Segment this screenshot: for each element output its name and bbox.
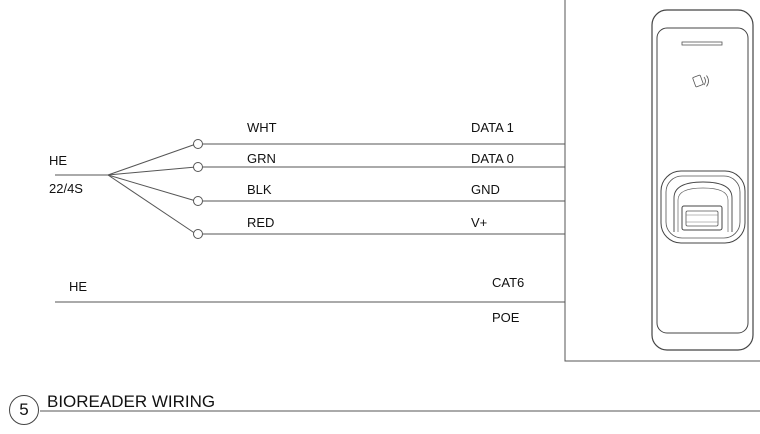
cable-top-label: HE	[49, 153, 68, 168]
terminal-grn	[193, 162, 203, 172]
cable-bottom-signal: POE	[492, 310, 520, 325]
fanout-line-grn	[107, 166, 197, 176]
contactless-icon	[692, 74, 709, 88]
terminal-red	[193, 229, 203, 239]
wire-signal-vplus: V+	[471, 215, 488, 230]
device-status-led	[681, 41, 723, 46]
fingerprint-module-icon	[660, 170, 746, 244]
wire-color-red: RED	[247, 215, 275, 230]
wire-signal-gnd: GND	[471, 182, 500, 197]
cable-bottom-type: CAT6	[492, 275, 525, 290]
wire-color-wht: WHT	[247, 120, 277, 135]
wire-color-grn: GRN	[247, 151, 276, 166]
cable-bottom-label: HE	[69, 279, 88, 294]
wire-color-blk: BLK	[247, 182, 272, 197]
enclosure-outline	[564, 0, 760, 362]
diagram-title: BIOREADER WIRING	[47, 392, 216, 411]
fanout-line-wht	[107, 143, 197, 176]
detail-number: 5	[19, 400, 29, 419]
fanout-line-red	[107, 174, 197, 235]
bioreader-device	[651, 9, 754, 351]
wire-signal-data1: DATA 1	[471, 120, 514, 135]
terminal-blk	[193, 196, 203, 206]
terminal-wht	[193, 139, 203, 149]
cable-top-spec: 22/4S	[49, 181, 83, 196]
wire-signal-data0: DATA 0	[471, 151, 514, 166]
detail-number-circle	[9, 395, 39, 425]
fanout-line-blk	[107, 174, 197, 202]
